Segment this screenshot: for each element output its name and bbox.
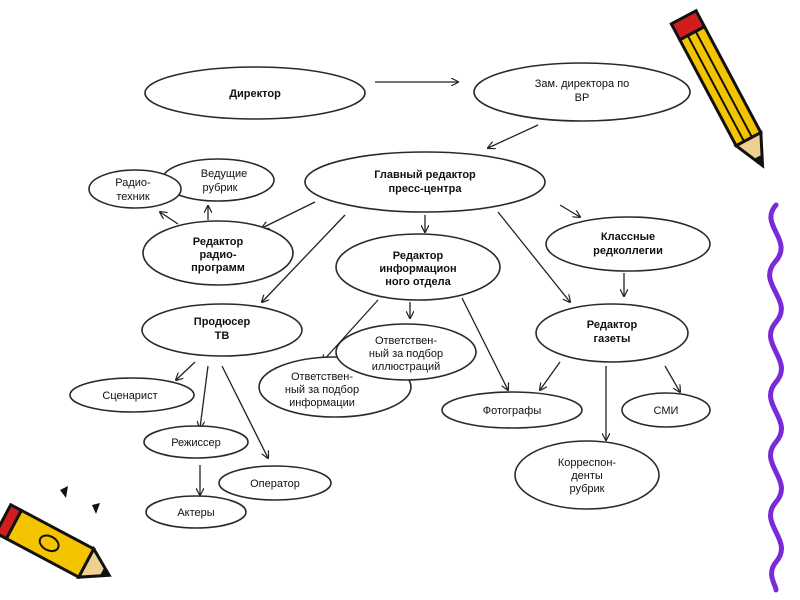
node-chief-editor-line-1: Главный редактор	[374, 169, 476, 181]
node-radio-editor-line-3: программ	[191, 262, 245, 274]
node-info-resp-line-2: ный за подбор	[285, 384, 359, 396]
node-radio-editor-line-2: радио-	[200, 249, 237, 261]
node-chief-editor-line-2: пресс-центра	[389, 183, 463, 195]
edge-radio-editor-technician	[160, 212, 178, 224]
node-tv-producer-line-1: Продюсер	[194, 316, 251, 328]
node-info-editor-line-3: ного отдела	[385, 276, 451, 288]
node-info-editor: Редактор информацион ного отдела	[336, 234, 500, 300]
node-operator: Оператор	[219, 466, 331, 500]
edge-tv-director	[200, 366, 208, 428]
node-correspondents: Корреспон- денты рубрик	[515, 441, 659, 509]
node-deputy-director: Зам. директора по ВР	[474, 63, 690, 121]
node-class-boards-line-2: редколлегии	[593, 245, 663, 257]
node-media-label: СМИ	[654, 405, 679, 417]
node-deputy-director-line-1: Зам. директора по	[535, 78, 630, 90]
node-actors: Актеры	[146, 496, 246, 528]
node-screenwriter: Сценарист	[70, 378, 194, 412]
node-radio-editor: Редактор радио- программ	[143, 221, 293, 285]
edge-newspaper-photographers	[540, 362, 560, 390]
node-radio-technician: Радио- техник	[89, 170, 181, 208]
node-newspaper-editor-line-2: газеты	[594, 333, 631, 345]
node-chief-editor: Главный редактор пресс-центра	[305, 152, 545, 212]
node-correspondents-line-2: денты	[571, 470, 603, 482]
node-screenwriter-label: Сценарист	[102, 390, 157, 402]
node-radio-technician-line-1: Радио-	[115, 177, 151, 189]
edge-deputy-chief	[488, 125, 538, 148]
node-illustrations-resp-line-3: иллюстраций	[372, 361, 441, 373]
squiggle-line-icon	[770, 205, 782, 590]
node-class-boards-line-1: Классные	[601, 231, 655, 243]
node-info-resp-line-1: Ответствен-	[291, 371, 353, 383]
node-actors-label: Актеры	[177, 507, 214, 519]
node-correspondents-line-1: Корреспон-	[558, 457, 617, 469]
node-film-director-label: Режиссер	[171, 437, 221, 449]
node-radio-technician-line-2: техник	[116, 191, 150, 203]
node-film-director: Режиссер	[144, 426, 248, 458]
edge-tv-screenwriter	[176, 362, 195, 380]
node-newspaper-editor-line-1: Редактор	[587, 319, 638, 331]
node-info-editor-line-2: информацион	[379, 263, 456, 275]
node-illustrations-resp-line-1: Ответствен-	[375, 335, 437, 347]
node-operator-label: Оператор	[250, 478, 300, 490]
node-director: Директор	[145, 67, 365, 119]
node-photographers: Фотографы	[442, 392, 582, 428]
node-radio-editor-line-1: Редактор	[193, 236, 244, 248]
node-director-label: Директор	[229, 88, 281, 100]
node-tv-producer-line-2: ТВ	[215, 330, 230, 342]
node-correspondents-line-3: рубрик	[570, 483, 605, 495]
edge-chief-class-boards	[560, 205, 580, 217]
node-illustrations-resp-line-2: ный за подбор	[369, 348, 443, 360]
pencil-tip-mark	[60, 486, 100, 514]
edge-newspaper-media	[665, 366, 680, 392]
node-info-editor-line-1: Редактор	[393, 250, 444, 262]
node-photographers-label: Фотографы	[483, 405, 542, 417]
node-class-boards: Классные редколлегии	[546, 217, 710, 271]
node-newspaper-editor: Редактор газеты	[536, 304, 688, 362]
pencil-icon	[0, 505, 117, 590]
node-deputy-director-line-2: ВР	[575, 92, 590, 104]
node-media: СМИ	[622, 393, 710, 427]
node-rubric-hosts-line-1: Ведущие	[201, 168, 247, 180]
node-rubric-hosts-line-2: рубрик	[203, 182, 238, 194]
node-tv-producer: Продюсер ТВ	[142, 304, 302, 356]
edge-chief-radio-editor	[262, 202, 315, 228]
node-info-resp-line-3: информации	[289, 397, 355, 409]
node-illustrations-resp: Ответствен- ный за подбор иллюстраций	[336, 324, 476, 380]
